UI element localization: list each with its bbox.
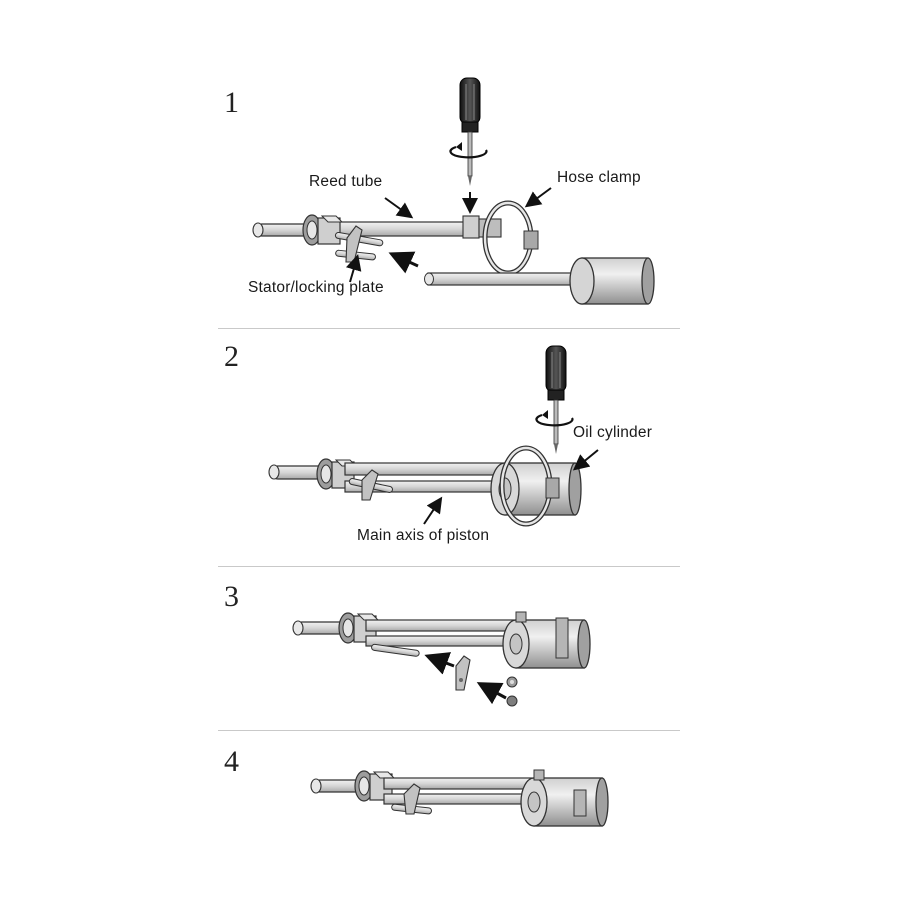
step-2-diagram bbox=[268, 345, 599, 527]
label-main-axis-of-piston: Main axis of piston bbox=[357, 527, 490, 544]
step-1-diagram bbox=[252, 77, 655, 305]
pointer-arrow-icon bbox=[384, 197, 414, 219]
screwdriver-icon bbox=[545, 345, 567, 455]
step-2-number: 2 bbox=[224, 340, 239, 373]
washer-icon bbox=[506, 695, 518, 707]
label-stator-locking-plate: Stator/locking plate bbox=[248, 279, 384, 296]
step-4-diagram bbox=[310, 769, 609, 827]
pointer-arrow-icon bbox=[388, 251, 419, 274]
pointer-arrow-icon bbox=[424, 652, 455, 675]
divider-2 bbox=[218, 566, 680, 567]
screwdriver-icon bbox=[459, 77, 481, 187]
pointer-arrow-icon bbox=[524, 187, 552, 208]
divider-3 bbox=[218, 730, 680, 731]
step-4-number: 4 bbox=[224, 745, 239, 778]
label-hose-clamp: Hose clamp bbox=[557, 169, 641, 186]
step-3-number: 3 bbox=[224, 580, 239, 613]
divider-1 bbox=[218, 328, 680, 329]
pointer-arrow-icon bbox=[345, 254, 362, 283]
label-oil-cylinder: Oil cylinder bbox=[573, 424, 653, 441]
step-1-number: 1 bbox=[224, 86, 239, 119]
step-3-diagram bbox=[292, 611, 591, 707]
pointer-arrow-icon bbox=[476, 682, 507, 705]
label-reed-tube: Reed tube bbox=[309, 173, 383, 190]
pointer-arrow-icon bbox=[572, 449, 599, 471]
pointer-arrow-icon bbox=[423, 496, 443, 525]
